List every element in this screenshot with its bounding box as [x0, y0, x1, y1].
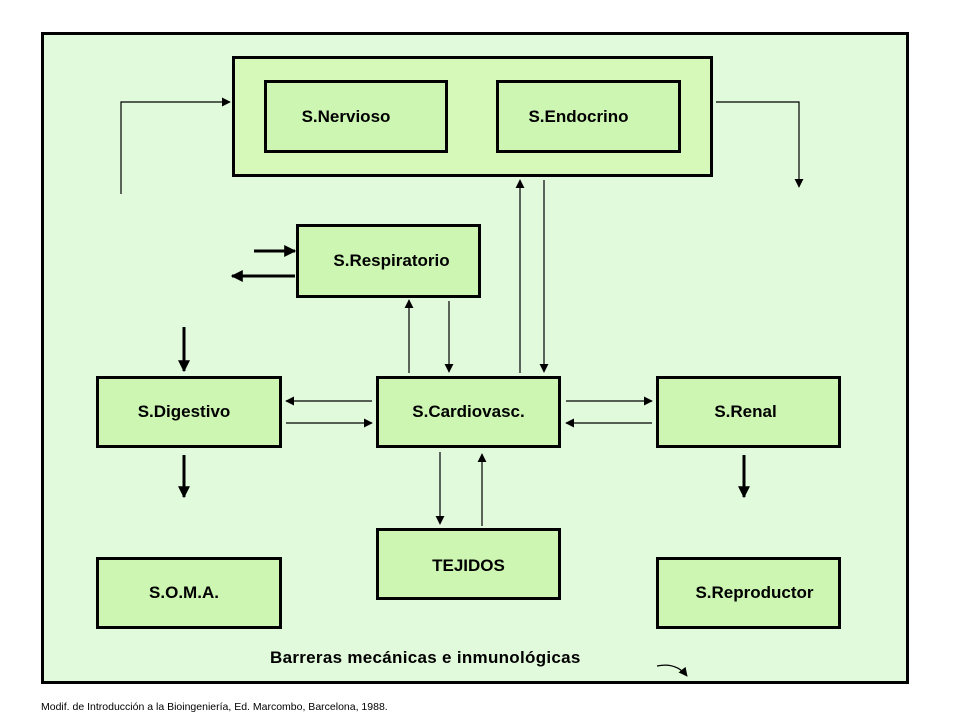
- diagram-caption: Barreras mecánicas e inmunológicas: [270, 648, 581, 667]
- node-digestivo: S.Digestivo: [96, 376, 282, 448]
- node-nervioso: S.Nervioso: [264, 80, 448, 153]
- arrow-out-of-control-group: [716, 101, 804, 188]
- node-nervioso-label: S.Nervioso: [301, 106, 391, 126]
- arrow-caption-curve: [656, 664, 688, 677]
- node-digestivo-label: S.Digestivo: [137, 402, 231, 421]
- node-respiratorio-label: S.Respiratorio: [333, 251, 450, 270]
- node-reproductor: S.Reproductor: [656, 557, 841, 629]
- node-tejidos-label: TEJIDOS: [432, 556, 505, 575]
- node-endocrino-label: S.Endocrino: [528, 106, 629, 126]
- node-soma-label: S.O.M.A.: [149, 583, 219, 602]
- node-renal: S.Renal: [656, 376, 841, 448]
- source-citation: Modif. de Introducción a la Bioingenierí…: [41, 701, 388, 713]
- node-cardiovasc: S.Cardiovasc.: [376, 376, 561, 448]
- node-soma: S.O.M.A.: [96, 557, 282, 629]
- node-cardiovasc-label: S.Cardiovasc.: [412, 402, 525, 421]
- node-renal-label: S.Renal: [714, 402, 777, 421]
- node-endocrino: S.Endocrino: [496, 80, 681, 153]
- node-respiratorio: S.Respiratorio: [296, 224, 481, 298]
- node-reproductor-label: S.Reproductor: [695, 583, 814, 602]
- arrow-into-control-group: [120, 97, 231, 194]
- node-tejidos: TEJIDOS: [376, 528, 561, 600]
